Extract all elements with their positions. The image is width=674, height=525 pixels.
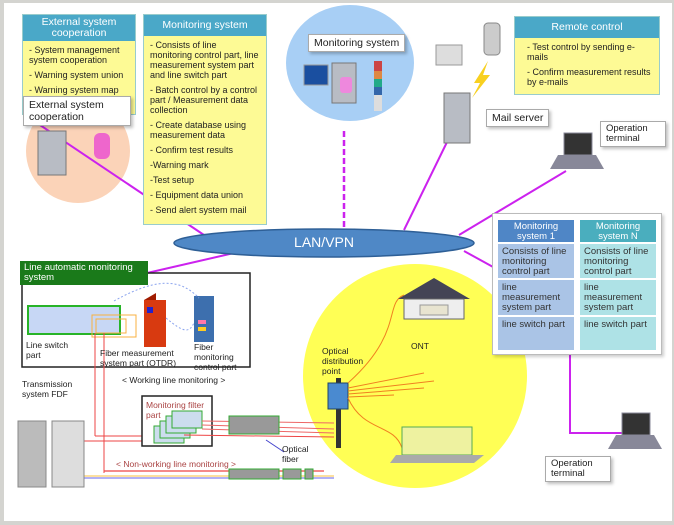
monitoring-item: - Equipment data union	[150, 190, 244, 200]
mail-server-label: Mail server	[486, 109, 550, 127]
fiber-control-label: Fiber monitoring control part	[194, 342, 237, 372]
monitoring-system-label: Monitoring system	[308, 34, 406, 52]
link-terminal-lan	[458, 170, 567, 236]
operation-terminal-label: Operation terminal	[600, 121, 666, 147]
monitoring-item: -Test setup	[150, 175, 195, 185]
remote-item: - Confirm measurement results by e-mails	[527, 67, 651, 87]
mobile-phone-icon	[483, 22, 501, 56]
line-switch-rack[interactable]	[27, 305, 121, 335]
signal-tower-icon	[374, 95, 382, 111]
laptop-top-icon[interactable]	[563, 132, 593, 156]
msn-title: Monitoring system N	[580, 220, 656, 242]
optical-fiber-arrow	[265, 439, 285, 453]
ms1-cell: Consists of line monitoring control part	[498, 244, 574, 278]
house-top	[398, 278, 470, 299]
operation-terminal-label-bottom: Operation terminal	[545, 456, 611, 482]
remote-control-box: Remote control - Test control by sending…	[514, 16, 660, 95]
msn-cell: Consists of line monitoring control part	[580, 244, 656, 278]
external-item: - System management system cooperation	[29, 45, 120, 65]
monitoring-item: - Create database using measurement data	[150, 120, 247, 140]
monitoring-item: - Batch control by a control part / Meas…	[150, 85, 258, 115]
monitoring-item: - Confirm test results	[150, 145, 234, 155]
laptop-bottom-icon[interactable]	[621, 412, 651, 436]
network-lines	[17, 5, 662, 488]
envelope-icon	[435, 44, 463, 66]
fdf-rack-icon	[51, 420, 85, 488]
monitoring-item: - Send alert system mail	[150, 205, 247, 215]
monitoring-systems-panel: Monitoring system 1 Consists of line mon…	[492, 213, 662, 355]
ms1-cell: line switch part	[498, 317, 574, 350]
ms1-title: Monitoring system 1	[498, 220, 574, 242]
diagram-canvas: External system cooperation - System man…	[4, 3, 672, 521]
monitor-icon	[303, 64, 329, 86]
ont-label: ONT	[411, 341, 429, 351]
ms1-cell: line measurement system part	[498, 280, 574, 315]
external-db-icon	[94, 133, 110, 159]
lan-vpn-ellipse[interactable]	[173, 228, 475, 258]
lightning-icon	[472, 61, 490, 98]
monitoring-system-box: Monitoring system - Consists of line mon…	[143, 14, 267, 225]
fiber-control-device[interactable]	[194, 296, 214, 342]
non-working-line-label: < Non-working line monitoring >	[116, 459, 237, 469]
ont-device[interactable]	[419, 304, 449, 316]
monitoring-item: -Warning mark	[150, 160, 209, 170]
msn-cell: line switch part	[580, 317, 656, 350]
lan-vpn-label: LAN/VPN	[294, 234, 354, 250]
msn-cell: line measurement system part	[580, 280, 656, 315]
link-mail-lan	[403, 137, 450, 231]
monitoring-item: - Consists of line monitoring control pa…	[150, 40, 259, 80]
working-line-label: < Working line monitoring >	[122, 375, 226, 385]
line-switch-label: Line switch part	[26, 340, 69, 360]
transmission-rack-icon	[17, 420, 47, 488]
monitoring-system-1[interactable]: Monitoring system 1 Consists of line mon…	[498, 220, 574, 350]
external-server-icon	[37, 130, 67, 176]
mail-server-icon	[443, 92, 471, 144]
monitoring-system-n[interactable]: Monitoring system N Consists of line mon…	[580, 220, 656, 350]
optical-distribution-box[interactable]	[327, 382, 349, 410]
filter-part-label: Monitoring filter part	[146, 400, 205, 420]
external-item: - Warning system union	[29, 70, 124, 80]
distribution-pole	[336, 378, 341, 448]
optical-distribution-label: Optical distribution point	[322, 346, 364, 376]
external-box-title: External system cooperation	[23, 15, 135, 41]
remote-box-title: Remote control	[515, 17, 659, 38]
house-bottom	[401, 426, 473, 456]
link-lan-lineauto	[133, 252, 235, 277]
link-ms-terminal	[569, 353, 626, 434]
monitoring-box-title: Monitoring system	[144, 15, 266, 36]
line-auto-title: Line automatic monitoring system	[20, 261, 148, 285]
otdr-label: Fiber measurement system part (OTDR)	[100, 348, 177, 368]
transmission-fdf-label: Transmission system FDF	[22, 379, 73, 399]
external-system-label: External system cooperation	[23, 96, 131, 126]
optical-fiber-bundle	[228, 415, 280, 435]
remote-item: - Test control by sending e-mails	[527, 42, 635, 62]
optical-fiber-label: Optical fiber	[282, 444, 309, 464]
